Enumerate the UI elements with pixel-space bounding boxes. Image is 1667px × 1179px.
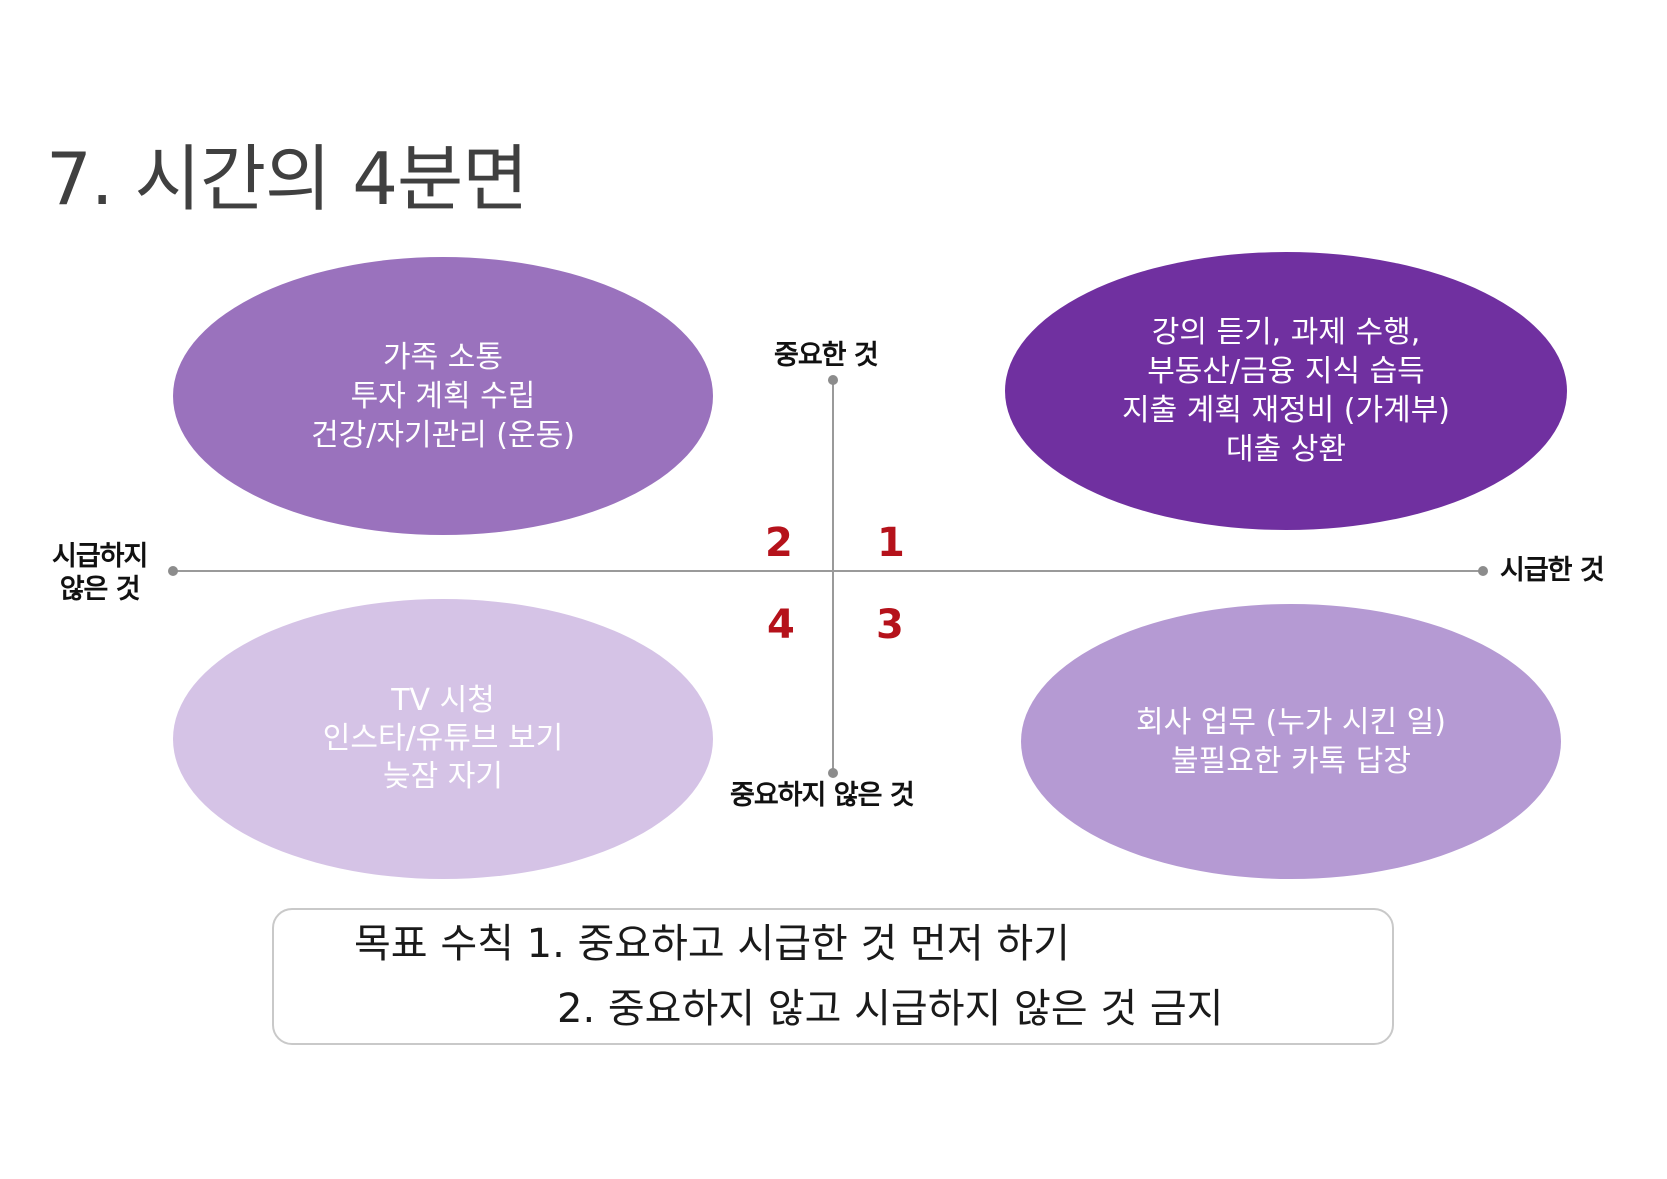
quadrant-number-1: 1	[877, 520, 905, 566]
quadrant-number-4: 4	[767, 602, 795, 648]
quadrant-number-2: 2	[765, 520, 793, 566]
quadrant-4-text: TV 시청 인스타/유튜브 보기 늦잠 자기	[323, 682, 563, 796]
quadrant-2-text: 가족 소통 투자 계획 수립 건강/자기관리 (운동)	[311, 338, 575, 455]
quadrant-2-line: 가족 소통	[383, 339, 503, 375]
axis-label-not-urgent-line: 않은 것	[59, 574, 141, 605]
axis-right-endpoint	[1478, 566, 1488, 576]
quadrant-1-line: 부동산/금융 지식 습득	[1147, 354, 1425, 389]
quadrant-1-line: 강의 듣기, 과제 수행,	[1151, 315, 1421, 350]
page-title: 7. 시간의 4분면	[46, 137, 528, 221]
axis-label-not-urgent-line: 시급하지	[52, 541, 148, 572]
quadrant-3-text: 회사 업무 (누가 시킨 일) 불필요한 카톡 답장	[1136, 703, 1446, 781]
quadrant-1-line: 대출 상환	[1226, 432, 1346, 467]
goal-rule-1: 목표 수칙 1. 중요하고 시급한 것 먼저 하기	[354, 921, 1070, 967]
goal-rules-box: 목표 수칙 1. 중요하고 시급한 것 먼저 하기 2. 중요하지 않고 시급하…	[272, 908, 1394, 1045]
axis-left-endpoint	[168, 566, 178, 576]
quadrant-1-line: 지출 계획 재정비 (가계부)	[1121, 393, 1451, 428]
axis-bottom-endpoint	[828, 768, 838, 778]
axis-label-not-urgent: 시급하지 않은 것	[52, 540, 148, 606]
axis-top-endpoint	[828, 375, 838, 385]
axis-label-important: 중요한 것	[774, 340, 879, 371]
goal-rule-2: 2. 중요하지 않고 시급하지 않은 것 금지	[557, 986, 1224, 1032]
quadrant-4-line: 늦잠 자기	[383, 759, 503, 794]
quadrant-3-ellipse: 회사 업무 (누가 시킨 일) 불필요한 카톡 답장	[1021, 604, 1561, 879]
quadrant-3-line: 회사 업무 (누가 시킨 일)	[1136, 704, 1446, 740]
quadrant-4-line: 인스타/유튜브 보기	[322, 721, 564, 756]
quadrant-2-line: 투자 계획 수립	[350, 378, 536, 414]
axis-label-not-important: 중요하지 않은 것	[730, 780, 915, 811]
quadrant-4-line: TV 시청	[391, 683, 495, 718]
quadrant-1-ellipse: 강의 듣기, 과제 수행, 부동산/금융 지식 습득 지출 계획 재정비 (가계…	[1005, 252, 1567, 530]
quadrant-2-ellipse: 가족 소통 투자 계획 수립 건강/자기관리 (운동)	[173, 257, 713, 535]
quadrant-2-line: 건강/자기관리 (운동)	[311, 417, 575, 453]
quadrant-number-3: 3	[876, 602, 904, 648]
quadrant-4-ellipse: TV 시청 인스타/유튜브 보기 늦잠 자기	[173, 599, 713, 879]
axis-label-urgent: 시급한 것	[1500, 555, 1605, 586]
quadrant-1-text: 강의 듣기, 과제 수행, 부동산/금융 지식 습득 지출 계획 재정비 (가계…	[1122, 313, 1450, 469]
quadrant-3-line: 불필요한 카톡 답장	[1171, 743, 1411, 779]
